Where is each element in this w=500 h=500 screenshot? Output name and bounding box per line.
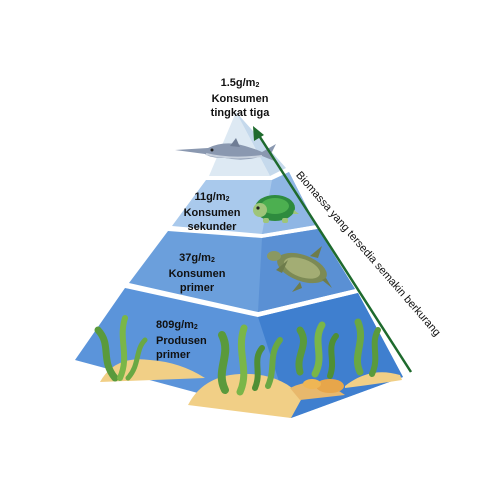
- biomass-arrow: [253, 126, 413, 373]
- level-2-name-line2: sekunder: [187, 221, 237, 233]
- level-1-unit-sub: 2: [255, 82, 260, 89]
- level-4-label: 809g/m2 Produsen primer: [156, 318, 207, 362]
- level-1-name-line1: Konsumen: [211, 93, 269, 105]
- level-3-value: 37g/m: [179, 252, 211, 264]
- level-3-name-line1: Konsumen: [168, 268, 226, 280]
- level-4-value: 809g/m: [156, 319, 194, 331]
- level-2-unit-sub: 2: [225, 196, 230, 203]
- tortoise-icon: [253, 195, 299, 223]
- level-3-label: 37g/m2 Konsumen primer: [167, 251, 227, 295]
- level-3-name-line2: primer: [179, 282, 215, 294]
- pyramid-level-1: [209, 112, 286, 176]
- level-1-name-line2: tingkat tiga: [210, 107, 270, 119]
- swordfish-icon: [175, 138, 277, 162]
- level-1-label: 1.5g/m2 Konsumen tingkat tiga: [190, 76, 290, 120]
- level-4-unit-sub: 2: [193, 324, 198, 331]
- level-2-name-line1: Konsumen: [183, 207, 241, 219]
- level-4-name-line2: primer: [156, 349, 191, 361]
- seaweed-icon: [94, 315, 381, 396]
- level-3-unit-sub: 2: [210, 257, 215, 264]
- sea-turtle-icon: [267, 246, 332, 292]
- level-1-value: 1.5g/m: [220, 77, 256, 89]
- level-2-label: 11g/m2 Konsumen sekunder: [182, 190, 242, 234]
- level-2-value: 11g/m: [194, 191, 226, 203]
- level-4-name-line1: Produsen: [156, 335, 207, 347]
